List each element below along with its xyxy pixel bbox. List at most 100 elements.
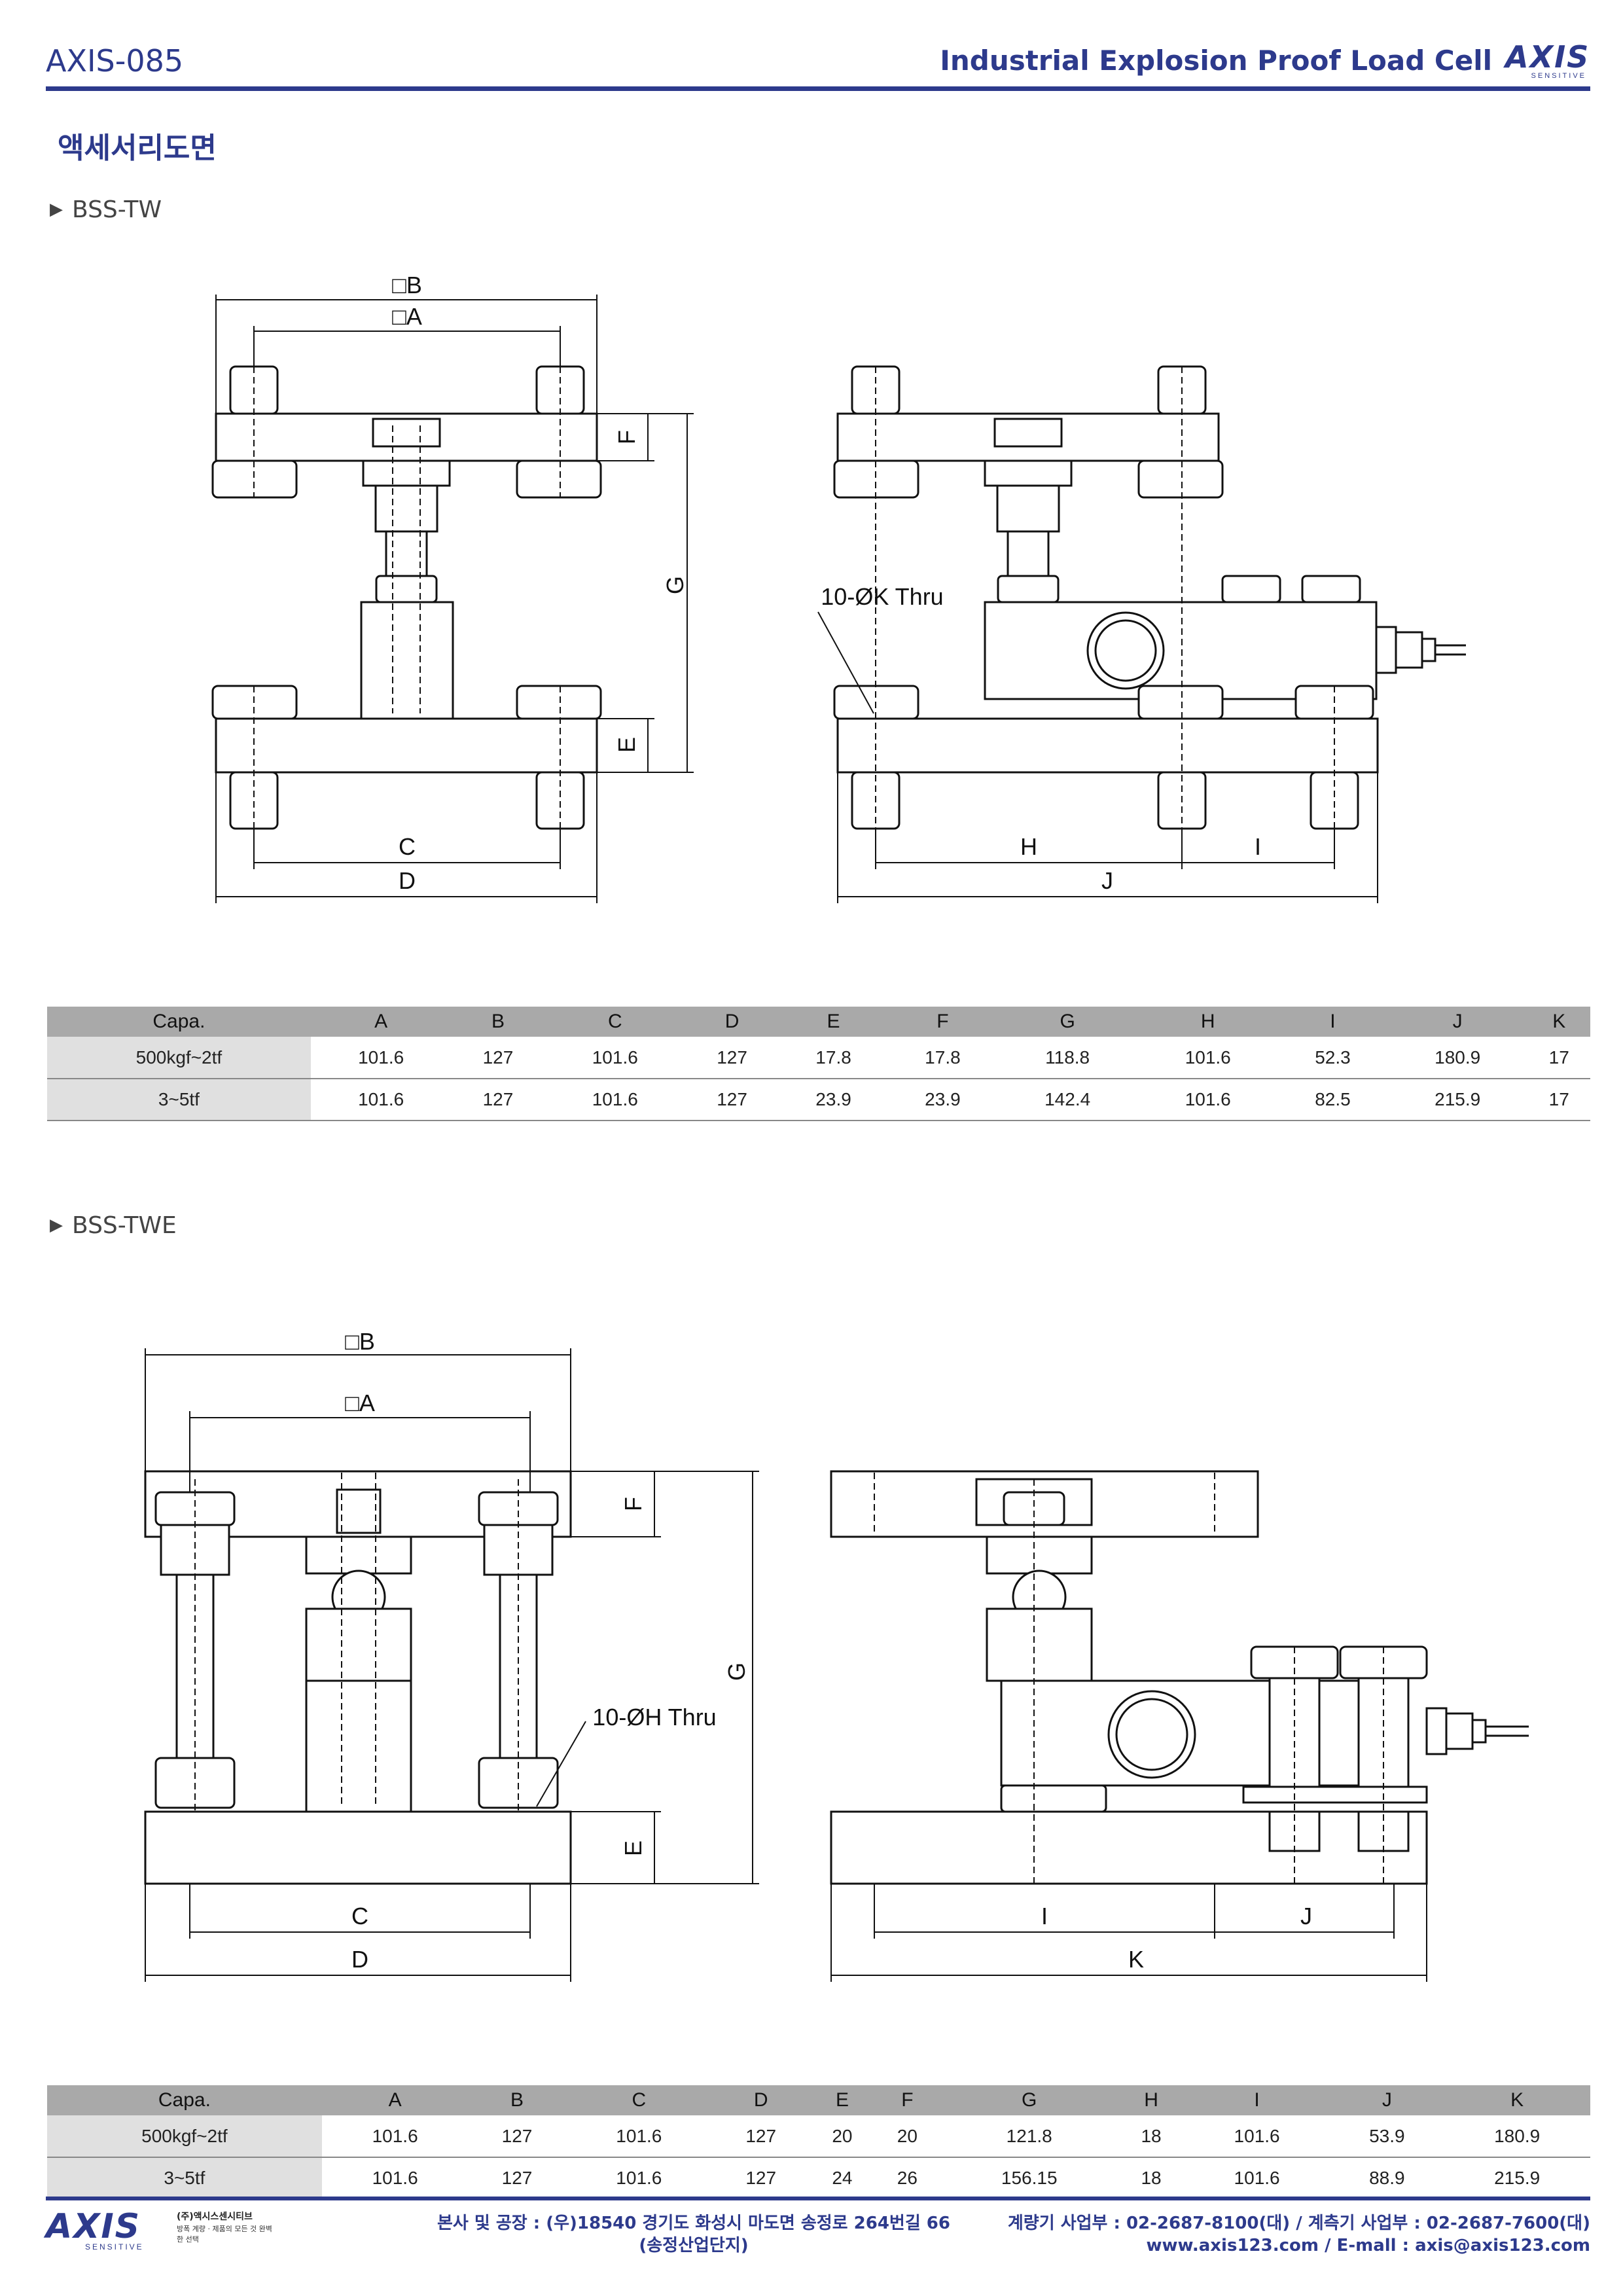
table-cell: 101.6 xyxy=(565,2115,713,2158)
table-cell: 23.9 xyxy=(779,1078,888,1121)
dim-label-a: □A xyxy=(392,303,422,330)
bss-tw-spec-table: Capa. A B C D E F G H I J K 500kgf~2tf 1… xyxy=(47,1007,1590,1121)
address-line: (송정산업단지) xyxy=(639,2236,749,2255)
table-cell: 20 xyxy=(874,2115,940,2158)
section-title: 액세서리도면 xyxy=(58,132,217,165)
dim-label-g: G xyxy=(723,1662,750,1681)
dim-label-f: F xyxy=(620,1497,647,1511)
header-cell: G xyxy=(940,2085,1119,2115)
table-cell: 23.9 xyxy=(887,1078,997,1121)
table-cell: 127 xyxy=(468,2157,566,2200)
dim-label-b: □B xyxy=(392,272,422,298)
table-cell: 101.6 xyxy=(310,1078,452,1121)
header-cell: G xyxy=(997,1007,1138,1037)
thru-hole-label: 10-ØH Thru xyxy=(592,1704,716,1731)
header-cell: E xyxy=(779,1007,888,1037)
dim-label-a: □A xyxy=(345,1390,375,1416)
dim-label-j: J xyxy=(1300,1903,1312,1929)
contact-info: 계량기 사업부 : 02-2687-8100(대) / 계측기 사업부 : 02… xyxy=(936,2212,1590,2257)
table-cell: 17 xyxy=(1527,1037,1590,1079)
logo-wordmark: AXIS xyxy=(1505,39,1590,75)
table-cell: 500kgf~2tf xyxy=(47,1037,311,1079)
table-row: 500kgf~2tf 101.6 127 101.6 127 20 20 121… xyxy=(47,2115,1590,2158)
header-cell: H xyxy=(1137,1007,1279,1037)
table-cell: 127 xyxy=(468,2115,566,2158)
header-cell: D xyxy=(685,1007,779,1037)
dim-label-f: F xyxy=(613,430,640,444)
table-row: 500kgf~2tf 101.6 127 101.6 127 17.8 17.8… xyxy=(47,1037,1590,1079)
table-cell: 82.5 xyxy=(1278,1078,1387,1121)
table-cell: 101.6 xyxy=(321,2157,469,2200)
header-cell: I xyxy=(1278,1007,1387,1037)
table-cell: 101.6 xyxy=(1137,1037,1279,1079)
table-cell: 88.9 xyxy=(1330,2157,1444,2200)
footer-logo: AXIS SENSITIVE (주)액시스센시티브 방폭 계량 · 제품의 모든… xyxy=(46,2207,275,2253)
bss-tw-subtitle-text: BSS-TW xyxy=(72,196,162,223)
thru-hole-label: 10-ØK Thru xyxy=(821,583,943,610)
dim-label-g: G xyxy=(662,576,688,594)
header-cell: C xyxy=(565,2085,713,2115)
dim-label-d: D xyxy=(351,1946,368,1973)
header-cell: H xyxy=(1118,2085,1184,2115)
bss-twe-drawing: □B □A C D F G E I J K 10-ØH Thru xyxy=(0,1322,1623,2016)
bss-twe-subtitle: ▶BSS-TWE xyxy=(50,1212,177,1239)
company-name: (주)액시스센시티브 xyxy=(177,2212,253,2222)
table-cell: 142.4 xyxy=(997,1078,1138,1121)
table-cell: 17.8 xyxy=(887,1037,997,1079)
dim-label-j: J xyxy=(1101,867,1113,894)
header-cell: A xyxy=(321,2085,469,2115)
header-cell: I xyxy=(1183,2085,1330,2115)
table-cell: 180.9 xyxy=(1444,2115,1590,2158)
header-cell: B xyxy=(451,1007,545,1037)
bss-twe-spec-table: Capa. A B C D E F G H I J K 500kgf~2tf 1… xyxy=(47,2085,1590,2200)
triangle-bullet-icon: ▶ xyxy=(50,200,63,219)
table-cell: 101.6 xyxy=(321,2115,469,2158)
bss-tw-drawing: □B □A C D F G E H I J 10-ØK Thru xyxy=(0,262,1623,916)
bolt xyxy=(211,365,602,499)
phone-line: 계량기 사업부 : 02-2687-8100(대) / 계측기 사업부 : 02… xyxy=(1007,2214,1590,2233)
table-cell: 3~5tf xyxy=(47,1078,311,1121)
header-cell: B xyxy=(468,2085,566,2115)
table-cell: 101.6 xyxy=(565,2157,713,2200)
table-cell: 3~5tf xyxy=(47,2157,322,2200)
table-cell: 18 xyxy=(1118,2115,1184,2158)
table-cell: 20 xyxy=(810,2115,875,2158)
header-cell: K xyxy=(1527,1007,1590,1037)
header-cell: F xyxy=(874,2085,940,2115)
table-cell: 127 xyxy=(685,1078,779,1121)
dim-label-i: I xyxy=(1255,833,1261,860)
table-cell: 127 xyxy=(451,1078,545,1121)
table-row: 3~5tf 101.6 127 101.6 127 24 26 156.15 1… xyxy=(47,2157,1590,2200)
table-cell: 101.6 xyxy=(1183,2115,1330,2158)
address-line: 본사 및 공장 : (우)18540 경기도 화성시 마도면 송정로 264번길… xyxy=(437,2214,950,2233)
header-cell: J xyxy=(1387,1007,1528,1037)
dim-label-e: E xyxy=(613,737,640,753)
table-cell: 53.9 xyxy=(1330,2115,1444,2158)
header-cell: C xyxy=(544,1007,686,1037)
table-cell: 101.6 xyxy=(1137,1078,1279,1121)
product-title: Industrial Explosion Proof Load Cell xyxy=(940,45,1492,77)
header-cell: Capa. xyxy=(47,2085,322,2115)
logo-wordmark: AXIS xyxy=(46,2207,141,2246)
table-cell: 156.15 xyxy=(940,2157,1119,2200)
table-cell: 17.8 xyxy=(779,1037,888,1079)
header-cell: K xyxy=(1444,2085,1590,2115)
table-cell: 52.3 xyxy=(1278,1037,1387,1079)
table-cell: 101.6 xyxy=(310,1037,452,1079)
footer-rule xyxy=(46,2197,1590,2200)
table-cell: 127 xyxy=(712,2157,810,2200)
table-row: 3~5tf 101.6 127 101.6 127 23.9 23.9 142.… xyxy=(47,1078,1590,1121)
header-cell: D xyxy=(712,2085,810,2115)
web-email-line: www.axis123.com / E-mall : axis@axis123.… xyxy=(1146,2236,1590,2255)
table-cell: 101.6 xyxy=(544,1037,686,1079)
company-tagline: 방폭 계량 · 제품의 모든 것 완벽한 선택 xyxy=(177,2225,272,2244)
model-number: AXIS-085 xyxy=(46,43,184,79)
table-cell: 101.6 xyxy=(1183,2157,1330,2200)
table-cell: 180.9 xyxy=(1387,1037,1528,1079)
header-cell: A xyxy=(310,1007,452,1037)
dim-label-k: K xyxy=(1128,1946,1144,1973)
table-cell: 24 xyxy=(810,2157,875,2200)
header-cell: J xyxy=(1330,2085,1444,2115)
table-cell: 18 xyxy=(1118,2157,1184,2200)
page-header: AXIS-085 Industrial Explosion Proof Load… xyxy=(46,39,1590,90)
